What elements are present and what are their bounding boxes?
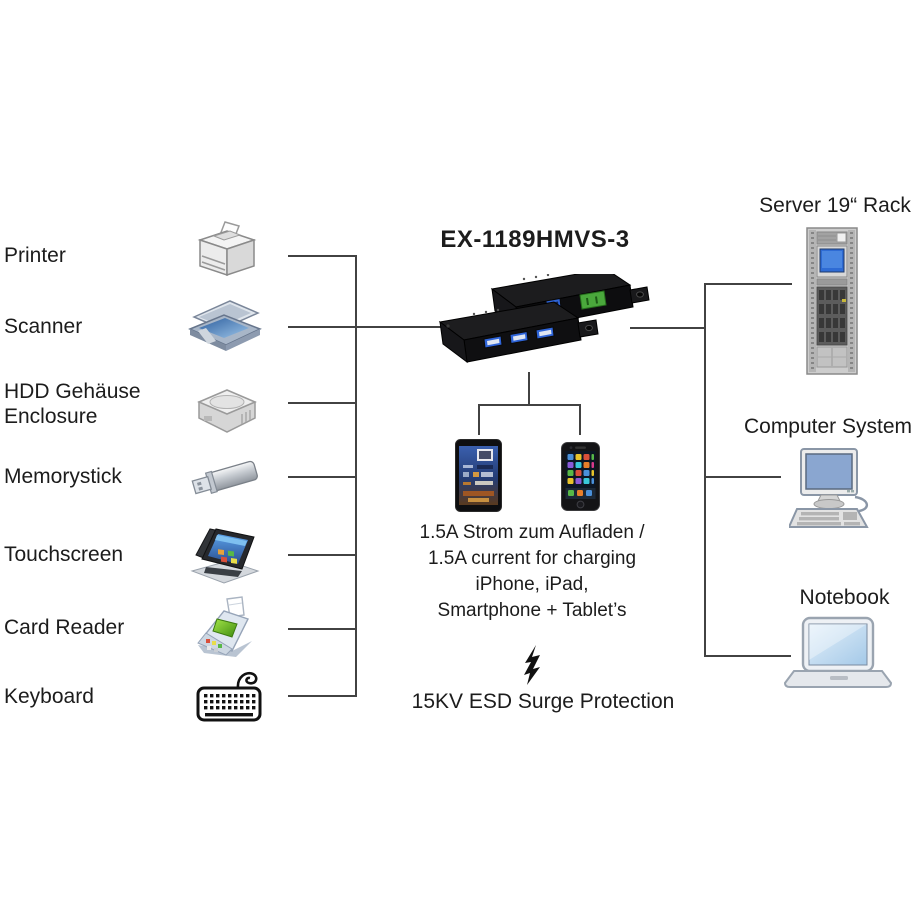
- connector-notebook: [704, 655, 791, 657]
- label-touchscreen: Touchscreen: [4, 543, 124, 566]
- card-reader-icon: [190, 595, 260, 661]
- usb-hub-icon: [432, 268, 652, 376]
- right-bus-line: [704, 283, 706, 657]
- connector-charging-branch: [478, 404, 581, 406]
- label-printer: Printer: [4, 244, 66, 267]
- label-computer-system: Computer System: [743, 415, 913, 438]
- connector-hdd: [288, 402, 357, 404]
- hdd-icon: [196, 382, 258, 436]
- printer-icon: [192, 219, 262, 279]
- laptop-icon: [783, 616, 893, 691]
- connector-server: [704, 283, 792, 285]
- charging-note-line3: iPhone, iPad,: [475, 574, 589, 595]
- scanner-icon: [188, 289, 262, 353]
- connector-printer: [288, 255, 357, 257]
- label-notebook: Notebook: [799, 586, 890, 609]
- connector-hub-down: [528, 372, 530, 406]
- connector-memorystick: [288, 476, 357, 478]
- connector-card-reader: [288, 628, 357, 630]
- label-hdd-enclosure: HDD Gehäuse Enclosure: [4, 380, 141, 428]
- left-bus-line: [355, 255, 357, 697]
- connector-iphone-stub: [579, 404, 581, 435]
- iphone-icon: [561, 442, 600, 511]
- lightning-bolt-icon: [517, 644, 547, 686]
- esd-protection-label: 15KV ESD Surge Protection: [411, 690, 675, 713]
- label-server-rack: Server 19“ Rack: [759, 194, 911, 217]
- connector-scanner-to-hub: [288, 326, 443, 328]
- desktop-computer-icon: [787, 447, 873, 533]
- tablet-icon: [455, 439, 502, 512]
- touchscreen-icon: [188, 519, 262, 587]
- hub-model-title: EX-1189HMVS-3: [440, 226, 630, 253]
- usb-stick-icon: [189, 455, 261, 503]
- charging-note-line1: 1.5A Strom zum Aufladen /: [419, 522, 645, 543]
- label-keyboard: Keyboard: [4, 685, 94, 708]
- charging-note-line2: 1.5A current for charging: [427, 548, 637, 569]
- connector-hub-to-right-bus: [630, 327, 706, 329]
- label-memorystick: Memorystick: [4, 465, 122, 488]
- connector-keyboard: [288, 695, 357, 697]
- label-card-reader: Card Reader: [4, 616, 125, 639]
- connector-computer: [704, 476, 781, 478]
- charging-note: 1.5A Strom zum Aufladen / 1.5A current f…: [382, 520, 682, 624]
- charging-note-line4: Smartphone + Tablet’s: [437, 600, 627, 621]
- connector-tablet-stub: [478, 404, 480, 435]
- label-scanner: Scanner: [4, 315, 83, 338]
- server-rack-icon: [806, 227, 858, 375]
- keyboard-icon: [196, 669, 262, 723]
- connector-touchscreen: [288, 554, 357, 556]
